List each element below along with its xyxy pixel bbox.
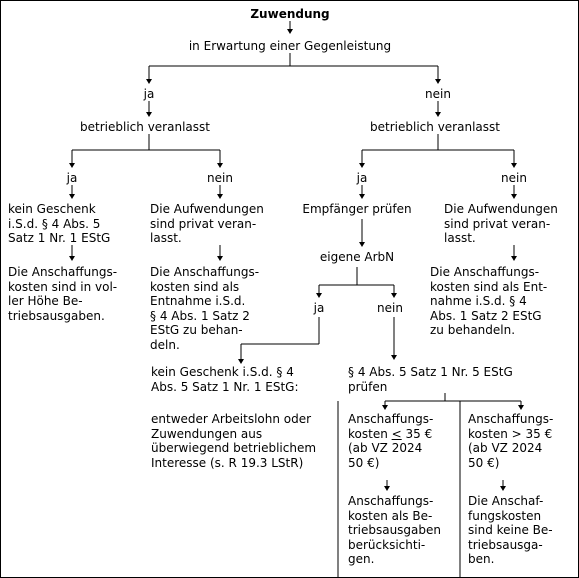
ak-le-line1: Anschaffungs- (348, 412, 434, 426)
label-left-ja: ja (66, 171, 78, 185)
node-ak-le-35: Anschaffungs- kosten < 35 € (ab VZ 2024 … (348, 412, 433, 470)
label-nein-top: nein (425, 87, 451, 101)
node-ak-gt-35: Anschaffungs- kosten > 35 € (ab VZ 2024 … (468, 412, 554, 470)
node-privat-right: Die Aufwendungen sind privat veran- lass… (444, 202, 558, 246)
node-entnahme-right: Die Anschaffungs- kosten sind als Ent- n… (430, 265, 548, 338)
label-arbn-ja: ja (313, 301, 325, 315)
node-anschaffung-voll: Die Anschaffungs- kosten sind in vol- le… (8, 265, 118, 323)
node-privat-left: Die Aufwendungen sind privat veran- lass… (150, 202, 264, 246)
label-left-nein: nein (207, 171, 233, 185)
node-arbeitslohn: entweder Arbeitslohn oder Zuwendungen au… (151, 412, 317, 470)
node-ba-ja: Anschaffungs- kosten als Be- triebsausga… (348, 494, 442, 567)
node-empfaenger: Empfänger prüfen (302, 202, 412, 216)
label-arbn-nein: nein (377, 301, 403, 315)
node-betrieblich-left: betrieblich veranlasst (80, 120, 210, 134)
label-right-ja: ja (356, 171, 368, 185)
ak-le-rest: (ab VZ 2024 50 €) (348, 441, 423, 470)
ak-le-line2-post: 35 € (401, 426, 433, 441)
node-gegenleistung: in Erwartung einer Gegenleistung (188, 39, 392, 53)
node-pruefen: § 4 Abs. 5 Satz 1 Nr. 5 EStG prüfen (348, 365, 513, 394)
ak-le-line2-pre: kosten (348, 426, 392, 441)
title-zuwendung: Zuwendung (250, 7, 330, 21)
node-betrieblich-right: betrieblich veranlasst (370, 120, 500, 134)
node-ba-nein: Die Anschaf- fungskosten sind keine Be- … (468, 494, 553, 567)
ak-le-symbol: < (391, 426, 402, 441)
node-kein-geschenk-2: kein Geschenk i.S.d. § 4 Abs. 5 Satz 1 N… (151, 365, 299, 394)
label-ja-top: ja (143, 87, 155, 101)
node-kein-geschenk: kein Geschenk i.S.d. § 4 Abs. 5 Satz 1 N… (8, 202, 111, 246)
label-right-nein: nein (501, 171, 527, 185)
node-entnahme-left: Die Anschaffungs- kosten sind als Entnah… (150, 265, 260, 352)
node-eigene-arbn: eigene ArbN (319, 250, 395, 264)
